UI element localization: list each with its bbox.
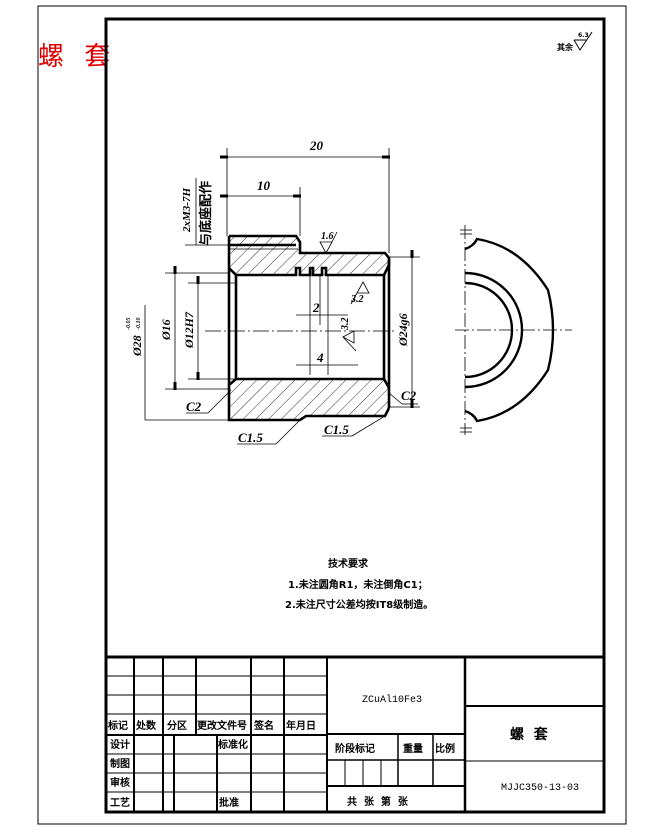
svg-text:-0.10: -0.10 — [136, 318, 142, 331]
bottom-wall-section — [229, 379, 389, 420]
svg-text:处数: 处数 — [135, 719, 157, 732]
svg-text:Ø28: Ø28 — [130, 335, 144, 357]
svg-text:C1.5: C1.5 — [238, 430, 263, 445]
svg-text:-0.05: -0.05 — [126, 318, 132, 331]
section-view — [205, 234, 395, 422]
drawing-border — [104, 17, 606, 814]
svg-text:更改文件号: 更改文件号 — [197, 719, 247, 732]
svg-text:制图: 制图 — [110, 757, 130, 770]
svg-text:ZCuAl10Fe3: ZCuAl10Fe3 — [362, 694, 422, 706]
svg-text:设计: 设计 — [110, 738, 130, 751]
svg-text:标准化: 标准化 — [217, 738, 248, 751]
general-roughness-note: 其余 6.3 — [557, 31, 593, 52]
svg-text:3.2: 3.2 — [350, 294, 364, 305]
svg-text:3.2: 3.2 — [340, 318, 351, 332]
svg-text:标记: 标记 — [107, 719, 128, 732]
svg-text:批准: 批准 — [219, 796, 239, 809]
end-view — [455, 225, 572, 435]
svg-text:Ø24g6: Ø24g6 — [396, 313, 410, 347]
svg-text:其余: 其余 — [557, 42, 574, 52]
svg-text:工艺: 工艺 — [110, 796, 130, 809]
svg-text:2.未注尺寸公差均按IT8级制造。: 2.未注尺寸公差均按IT8级制造。 — [285, 598, 433, 611]
dimensions — [144, 148, 420, 445]
svg-text:签名: 签名 — [253, 719, 274, 732]
svg-text:10: 10 — [257, 178, 271, 193]
technical-requirements: 技术要求 1.未注圆角R1，未注倒角C1； 2.未注尺寸公差均按IT8级制造。 — [285, 557, 433, 611]
svg-text:2xM3-7H: 2xM3-7H — [181, 188, 193, 233]
svg-text:1.未注圆角R1，未注倒角C1；: 1.未注圆角R1，未注倒角C1； — [288, 578, 428, 591]
svg-text:技术要求: 技术要求 — [328, 557, 369, 570]
dimension-labels: 20 10 2xM3-7H 与底座配作 1.6 3.2 3.2 2 4 Ø28 … — [126, 138, 417, 445]
title-block — [106, 655, 604, 812]
svg-text:1.6: 1.6 — [321, 231, 334, 242]
svg-text:与底座配作: 与底座配作 — [198, 181, 214, 246]
svg-text:共 张 第 张: 共 张 第 张 — [347, 795, 409, 808]
svg-text:比例: 比例 — [435, 742, 455, 755]
svg-text:4: 4 — [316, 350, 324, 365]
svg-text:C2: C2 — [186, 399, 202, 414]
svg-text:20: 20 — [309, 138, 324, 153]
svg-text:阶段标记: 阶段标记 — [335, 742, 375, 755]
svg-text:审核: 审核 — [110, 776, 130, 789]
svg-text:C1.5: C1.5 — [324, 422, 349, 437]
svg-text:螺 套: 螺 套 — [510, 726, 548, 743]
svg-text:Ø16: Ø16 — [159, 319, 173, 341]
svg-text:年月日: 年月日 — [286, 719, 316, 732]
title-block-text: 标记 处数 分区 更改文件号 签名 年月日 设计 制图 审核 工艺 标准化 批准… — [107, 694, 579, 809]
svg-text:重量: 重量 — [403, 742, 423, 755]
svg-text:分区: 分区 — [167, 719, 187, 732]
svg-text:MJJC350-13-03: MJJC350-13-03 — [501, 783, 579, 794]
svg-text:C2: C2 — [401, 388, 417, 403]
outer-frame — [37, 5, 627, 825]
svg-text:6.3: 6.3 — [578, 32, 589, 39]
svg-text:2: 2 — [312, 300, 320, 315]
red-part-title: 螺 套 — [38, 42, 117, 72]
svg-text:Ø12H7: Ø12H7 — [182, 311, 196, 349]
